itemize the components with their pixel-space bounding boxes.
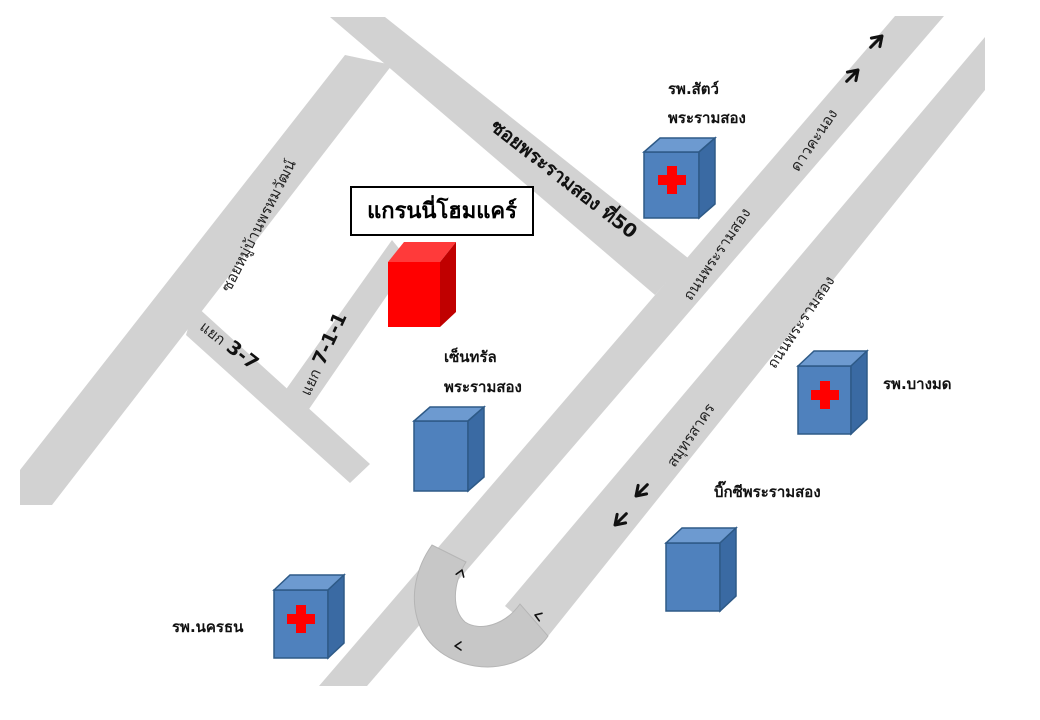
direction-arrow-icon <box>454 641 462 651</box>
road-rama2-inbound <box>319 16 944 686</box>
road-soi-mu-ban <box>20 55 392 505</box>
place-label-nakornthon-hospital: รพ.นครธน <box>172 618 244 636</box>
place-label-central-2: พระรามสอง <box>444 378 522 396</box>
direction-arrow-icon <box>534 612 543 622</box>
place-label-central-1: เซ็นทรัล <box>444 347 497 366</box>
direction-arrow-icon <box>455 569 465 578</box>
hospital-cross-icon <box>796 349 869 436</box>
destination-title-box: แกรนนี่โฮมแคร์ <box>350 186 534 236</box>
road-uturn <box>413 544 549 668</box>
red-building-icon <box>388 242 456 327</box>
place-label-bangmod-hospital: รพ.บางมด <box>883 375 952 393</box>
direction-arrow-icon <box>613 512 628 527</box>
direction-arrow-icon <box>634 483 649 498</box>
destination-title: แกรนนี่โฮมแคร์ <box>367 194 517 224</box>
place-label-animal-hospital-2: พระรามสอง <box>668 109 746 127</box>
road-yaek-7-1-1 <box>282 240 410 412</box>
place-label-animal-hospital-1: รพ.สัตว์ <box>668 80 719 98</box>
hospital-cross-icon <box>272 573 346 660</box>
direction-arrow-icon <box>869 34 884 49</box>
blue-building-icon <box>664 526 738 613</box>
hospital-cross-icon <box>642 136 717 220</box>
place-label-bigc: บิ๊กซีพระรามสอง <box>714 480 821 501</box>
direction-arrow-icon <box>845 68 860 83</box>
blue-building-icon <box>412 405 486 493</box>
road-soi-rama2-50 <box>330 17 688 295</box>
road-yaek-3-7 <box>186 305 370 483</box>
road-rama2-outbound <box>505 37 985 640</box>
